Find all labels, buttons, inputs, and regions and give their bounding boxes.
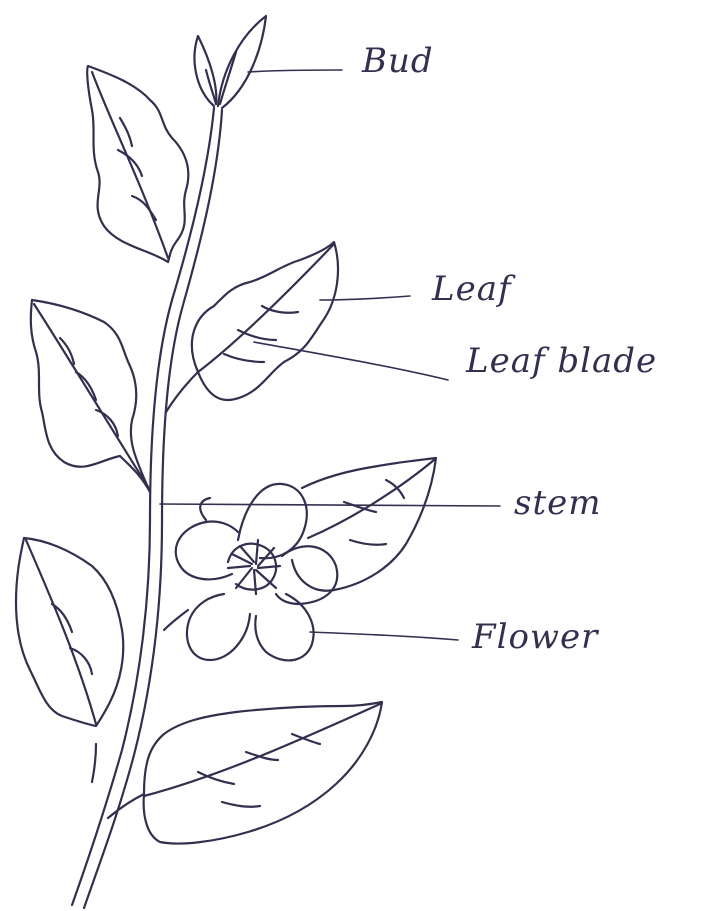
- label-leaf-blade: Leaf blade: [466, 344, 657, 378]
- leaf-middle-right: [292, 458, 436, 591]
- stem-leader-line: [160, 504, 500, 506]
- flower: [164, 484, 337, 661]
- leaf-lower-right: [108, 702, 382, 844]
- leaf-middle-left: [31, 300, 150, 492]
- leaf-upper-left: [87, 66, 188, 262]
- label-leaf: Leaf: [432, 272, 512, 306]
- leaf-blade-leader-line: [254, 342, 448, 380]
- flower-leader-line: [310, 632, 458, 640]
- leaf-upper-right: [166, 242, 338, 412]
- bud: [195, 16, 266, 108]
- bud-leader-line: [248, 70, 342, 72]
- leaf-lower-left: [16, 538, 123, 782]
- label-flower: Flower: [472, 620, 598, 654]
- label-stem: stem: [514, 486, 601, 520]
- label-bud: Bud: [362, 44, 434, 78]
